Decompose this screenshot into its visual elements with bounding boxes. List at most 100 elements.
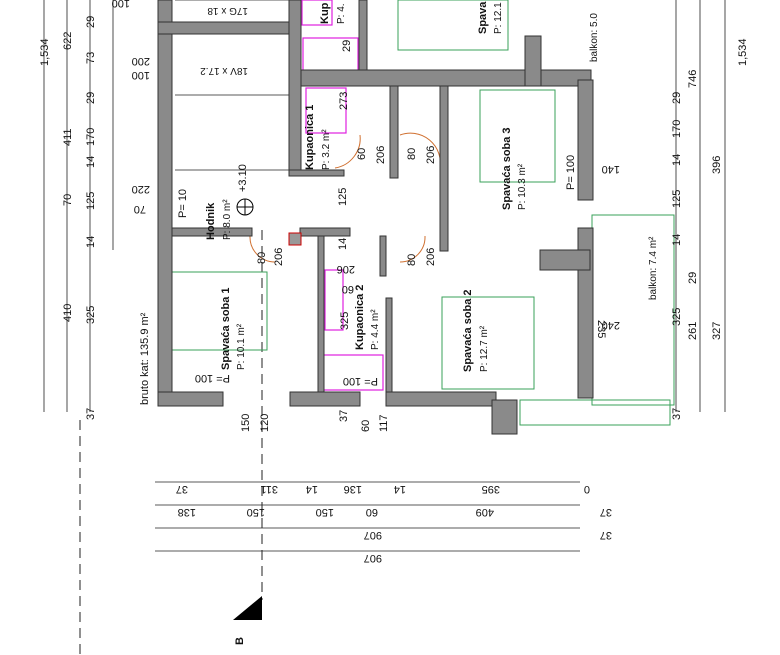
dim-label: 138 — [178, 506, 196, 518]
room-area: P: 3.2 m² — [321, 129, 332, 170]
dim-label: 14 — [394, 483, 406, 495]
dim-label: 150 — [316, 506, 334, 518]
stair-label: 17G x 18 — [207, 5, 248, 16]
dim-label: 1,534 — [737, 38, 749, 66]
dim-label: 170 — [671, 120, 683, 138]
dim-label: 206 — [375, 146, 387, 164]
dim-label: 746 — [687, 70, 699, 88]
room-area: P: 10.3 m² — [517, 163, 528, 210]
furniture — [171, 0, 675, 426]
dim-label: 29 — [85, 16, 97, 28]
bruto-area: bruto kat: 135.9 m² — [139, 312, 151, 405]
dim-label: 60 — [356, 148, 368, 160]
dim-label: 1,534 — [39, 38, 51, 66]
dim-label: 125 — [671, 190, 683, 208]
parapet-label: P= 100 — [195, 372, 230, 384]
walls — [157, 0, 594, 435]
dim-label: 311 — [260, 483, 278, 495]
dim-label: 235 — [595, 320, 607, 338]
dim-label: 29 — [687, 272, 699, 284]
dim-label: 622 — [62, 32, 74, 50]
dim-label: 206 — [337, 263, 355, 275]
dim-label: 29 — [341, 40, 353, 52]
dim-label: 117 — [378, 414, 390, 432]
dim-label: 14 — [671, 154, 683, 166]
dim-label: 0 — [584, 483, 590, 495]
room-area: P: 12.7 m² — [479, 325, 490, 372]
dim-label: 14 — [671, 234, 683, 246]
dim-label: 120 — [259, 414, 271, 432]
room-area: P: 4. — [336, 3, 347, 24]
dim-label: 261 — [687, 322, 699, 340]
level-label: +3.10 — [237, 164, 249, 192]
dim-label: 37 — [600, 529, 612, 541]
room-name: Spavaća soba 1 — [220, 287, 232, 370]
dim-label: 37 — [176, 483, 188, 495]
dim-label: 150 — [240, 414, 252, 432]
labels: B bruto kat: 135.9 m² Hodnik P: 8.0 m² K… — [39, 0, 749, 645]
room-area: P: 10.1 m² — [236, 323, 247, 370]
dim-label: 60 — [342, 283, 354, 295]
section-marker: B — [234, 637, 246, 645]
room-area: P: 4.4 m² — [370, 309, 381, 350]
dim-label: 325 — [85, 306, 97, 324]
section-arrow-icon — [233, 596, 262, 620]
dim-label: 14 — [85, 156, 97, 168]
room-name: Spavaća soba 3 — [501, 127, 513, 210]
balcony-label: balkon: 7.4 m² — [648, 236, 659, 300]
dim-label: 206 — [425, 146, 437, 164]
dim-label: 907 — [364, 552, 382, 564]
room-name: Kup — [319, 2, 331, 24]
stair-label: 18V x 17.2 — [200, 65, 248, 76]
parapet-label: P= 10 — [177, 189, 189, 218]
room-area: P: 12.1 — [493, 2, 504, 34]
dim-label: 411 — [62, 128, 74, 146]
dim-label: 100 — [132, 69, 150, 81]
room-area: P: 8.0 m² — [222, 199, 233, 240]
dim-label: 29 — [85, 92, 97, 104]
dim-label: 60 — [360, 420, 372, 432]
dim-label: 14 — [337, 238, 349, 250]
room-name: Kupaonica 2 — [354, 285, 366, 350]
dim-label: 220 — [132, 183, 150, 195]
dim-label: 70 — [62, 194, 74, 206]
dim-label: 80 — [256, 252, 268, 264]
balcony-label: balkon: 5.0 — [589, 13, 600, 62]
dim-label: 327 — [711, 322, 723, 340]
parapet-label: P= 100 — [565, 155, 577, 190]
dim-label: 14 — [85, 236, 97, 248]
room-name: Kupaonica 1 — [304, 105, 316, 170]
dim-label: 325 — [671, 308, 683, 326]
dim-label: 410 — [62, 304, 74, 322]
room-name: Spava — [477, 1, 489, 34]
dim-label: 60 — [366, 506, 378, 518]
dim-label: 240 — [602, 319, 620, 331]
parapet-label: P= 100 — [343, 375, 378, 387]
dim-label: 125 — [337, 188, 349, 206]
dim-label: 907 — [364, 529, 382, 541]
dim-label: 14 — [306, 483, 318, 495]
dim-label: 325 — [339, 312, 351, 330]
dim-label: 200 — [132, 55, 150, 67]
dim-label: 396 — [711, 156, 723, 174]
dim-label: 80 — [406, 254, 418, 266]
dim-label: 395 — [482, 483, 500, 495]
dim-label: 136 — [344, 483, 362, 495]
dim-label: 170 — [85, 128, 97, 146]
dim-label: 80 — [406, 148, 418, 160]
dim-label: 125 — [85, 192, 97, 210]
dim-label: 73 — [85, 52, 97, 64]
dimension-lines — [43, 0, 726, 655]
dim-label: 37 — [671, 408, 683, 420]
dim-label: 29 — [671, 92, 683, 104]
dim-label: 70 — [134, 203, 146, 215]
dim-label: 206 — [425, 248, 437, 266]
dim-label: 37 — [85, 408, 97, 420]
dim-label: 273 — [338, 92, 350, 110]
dim-label: 409 — [476, 506, 494, 518]
dim-label: 37 — [600, 506, 612, 518]
dim-label: 140 — [602, 163, 620, 175]
dim-label: 100 — [112, 0, 130, 9]
room-name: Hodnik — [205, 202, 217, 240]
